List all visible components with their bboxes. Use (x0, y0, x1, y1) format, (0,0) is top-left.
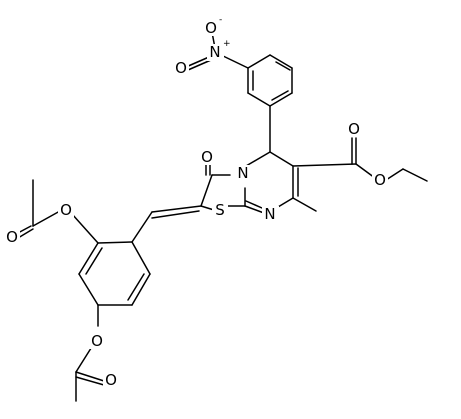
atom-label-group: O - N + O O N O O S N O O O O (4, 15, 388, 389)
atom-label-acetoxy-upper-ether-oxygen: O (60, 201, 72, 219)
atom-label-acetoxy-upper-carbonyl-oxygen: O (6, 228, 18, 246)
atom-label-acetoxy-lower-carbonyl-oxygen: O (105, 371, 117, 389)
atom-label-acetoxy-lower-ether-oxygen: O (91, 332, 103, 350)
atom-label-ring-nitrogen: N (237, 164, 248, 182)
charge-nitro-oxygen: - (219, 15, 222, 25)
atom-label-ester-carbonyl-oxygen: O (348, 120, 360, 138)
atom-label-nitro-oxygen-top: O (205, 19, 217, 37)
bond-lines (15, 26, 428, 402)
atom-label-nitro-nitrogen: N (209, 43, 220, 61)
charge-nitro-nitrogen: + (223, 39, 231, 49)
atom-label-imine-nitrogen: N (264, 205, 275, 223)
atom-label-sulfur: S (215, 201, 225, 219)
atom-label-ketone-oxygen: O (201, 148, 213, 166)
atom-label-nitro-oxygen-left: O (175, 59, 187, 77)
atom-label-ester-ether-oxygen: O (374, 171, 386, 189)
